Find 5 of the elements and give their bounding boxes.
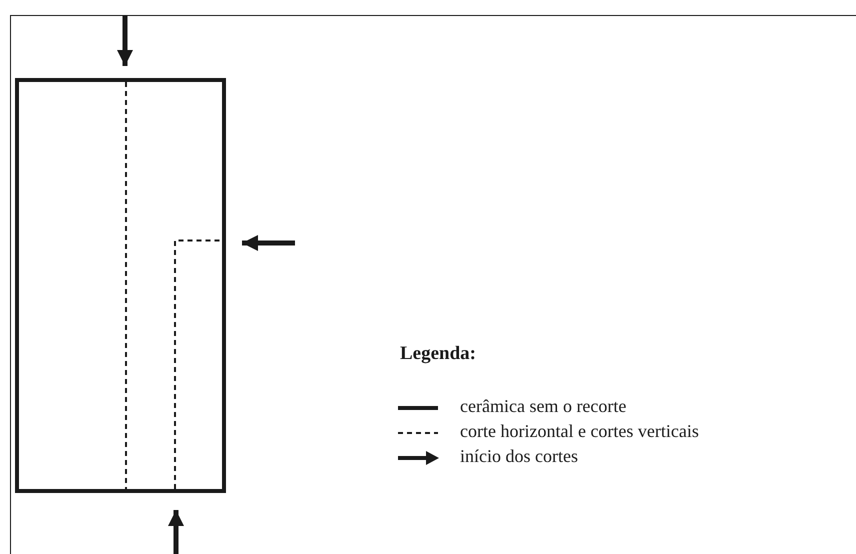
legend-text: início dos cortes (460, 446, 578, 467)
legend-text: corte horizontal e cortes verticais (460, 421, 699, 442)
ceramic-piece-outline (15, 78, 226, 493)
legend-text: cerâmica sem o recorte (460, 396, 626, 417)
legend-title: Legenda: (400, 343, 476, 365)
